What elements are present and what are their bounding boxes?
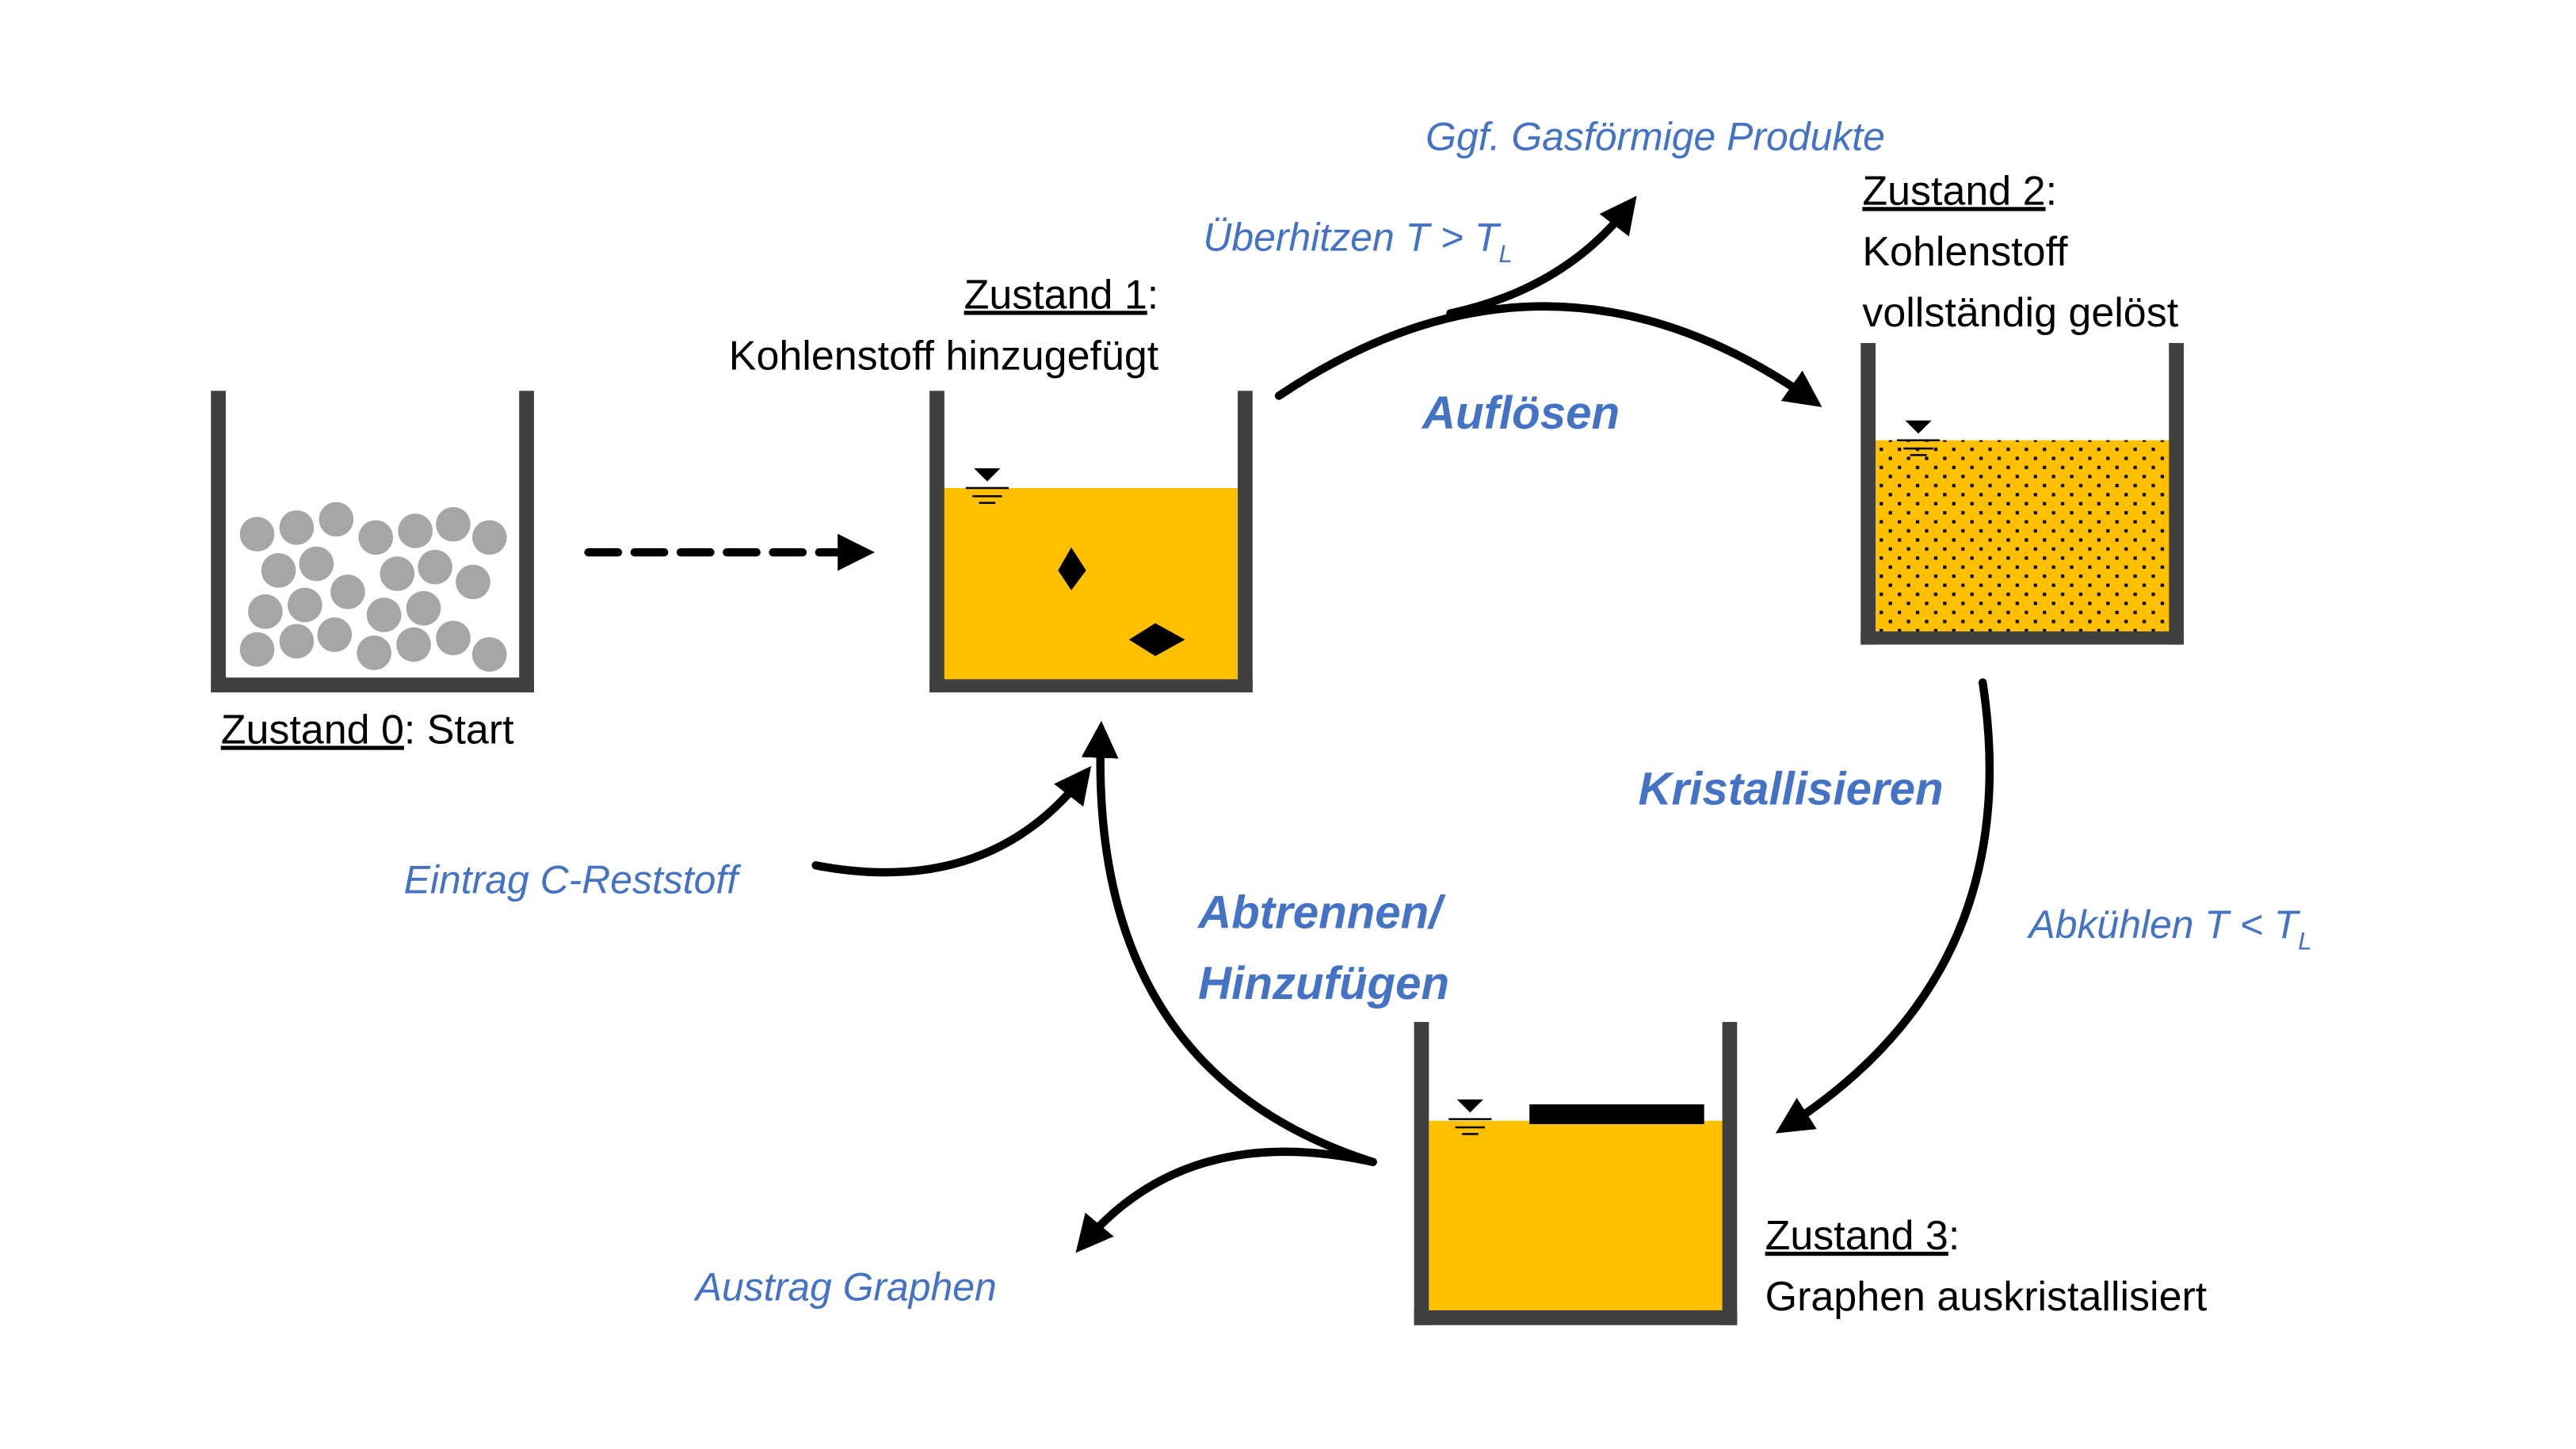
process-separate-1: Abtrennen/	[1196, 887, 1446, 938]
process-separate-2: Hinzufügen	[1198, 958, 1449, 1009]
arrow-input	[811, 765, 1092, 877]
annotation-overheat: Überhitzen T > TL	[1203, 215, 1512, 269]
annotation-gas: Ggf. Gasförmige Produkte	[1425, 115, 1885, 159]
arrow-crystallize	[1775, 678, 1994, 1134]
state-3-title: Zustand 3:	[1765, 1213, 1960, 1259]
process-crystallize: Kristallisieren	[1638, 763, 1943, 814]
carbon-particle	[1128, 623, 1185, 657]
beaker-state-0	[211, 391, 534, 692]
annotation-output: Austrag Graphen	[693, 1264, 997, 1309]
annotation-input: Eintrag C-Reststoff	[404, 858, 742, 902]
process-dissolve: Auflösen	[1421, 387, 1620, 439]
state-2-desc-1: Kohlenstoff	[1862, 229, 2068, 275]
state-1-desc: Kohlenstoff hinzugefügt	[729, 333, 1159, 379]
arrow-dissolve	[1274, 302, 1822, 407]
state-0-label: Zustand 0: Start	[221, 707, 514, 753]
carbon-particle	[1058, 547, 1086, 590]
state-1-title: Zustand 1:	[964, 272, 1159, 318]
arrow-gas	[1446, 196, 1637, 318]
state-3-desc: Graphen auskristallisiert	[1765, 1274, 2208, 1320]
state-2-title: Zustand 2:	[1862, 168, 2057, 214]
graphene-layer	[1529, 1104, 1704, 1124]
arrow-output	[1075, 1147, 1377, 1253]
beaker-state-2	[1860, 342, 2184, 645]
annotation-cool: Abkühlen T < TL	[2026, 902, 2311, 955]
carbon-particles	[239, 501, 507, 672]
arrow-separate	[1081, 720, 1377, 1166]
beaker-state-3	[1414, 1021, 1738, 1325]
state-2-desc-2: vollständig gelöst	[1862, 290, 2178, 336]
beaker-state-1	[929, 391, 1253, 692]
